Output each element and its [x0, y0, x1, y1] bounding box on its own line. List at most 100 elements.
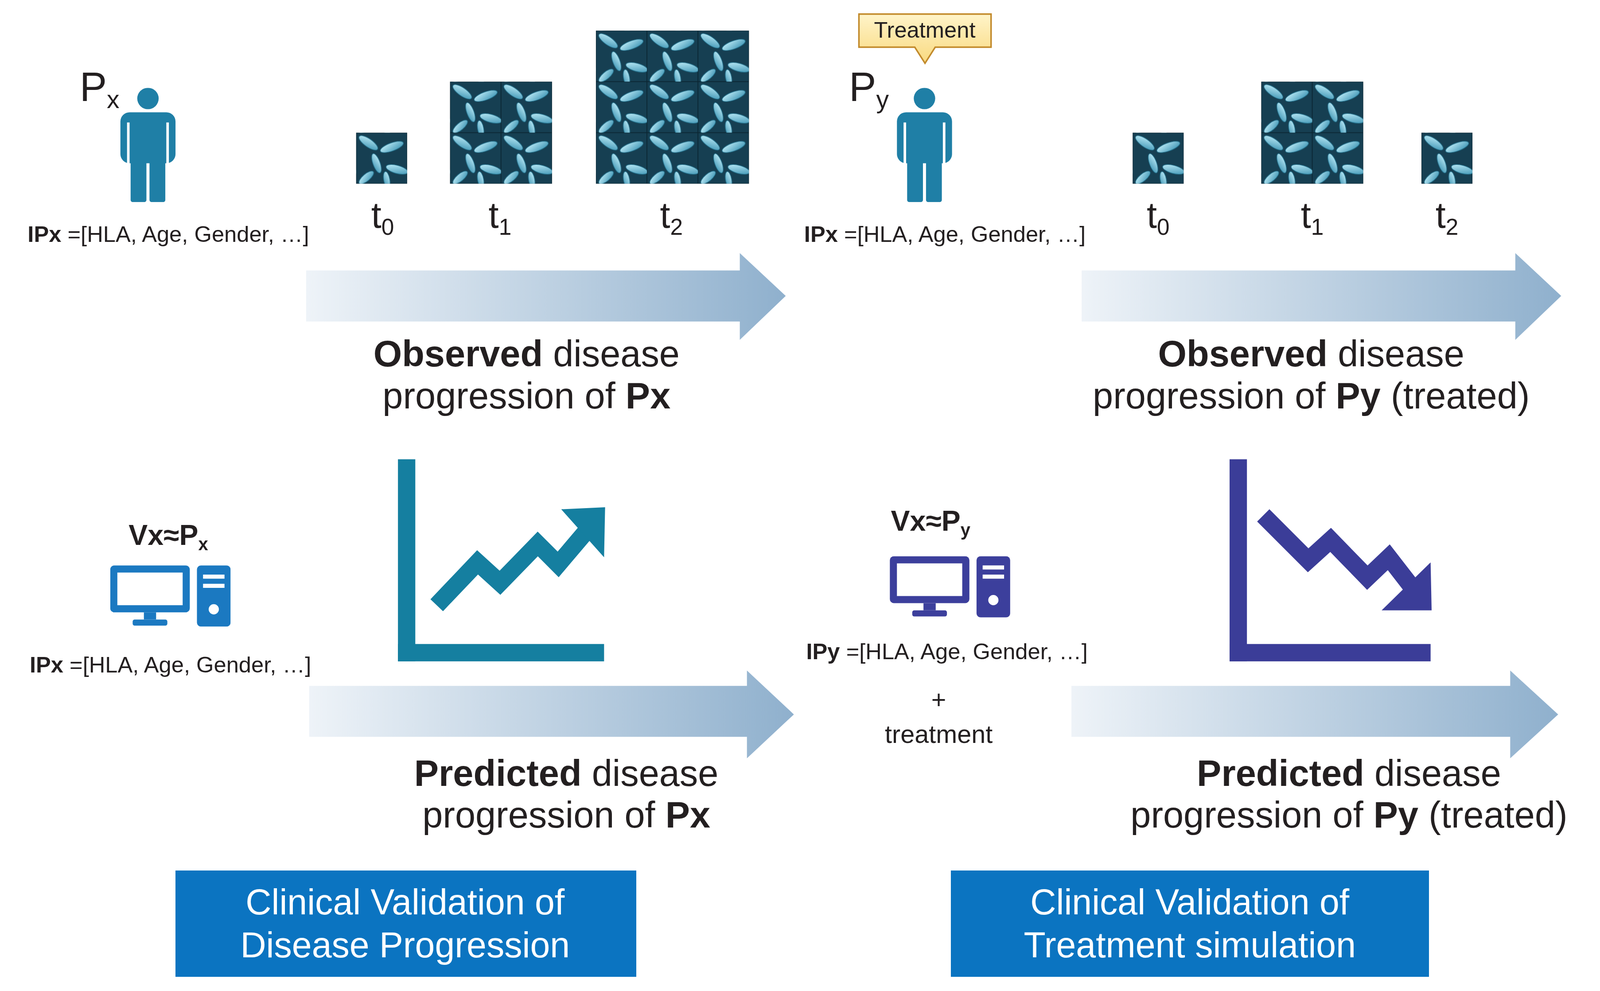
text-part: Vx≈P — [891, 505, 961, 537]
bacteria-culture — [1261, 81, 1363, 184]
progress-arrow — [1081, 253, 1562, 340]
text-part: Age, — [918, 221, 965, 248]
text-part: Px — [665, 794, 711, 836]
subscript: 2 — [670, 214, 684, 240]
patient-info: IPx =[HLA, Age, Gender, …] — [29, 652, 312, 678]
text-part — [1284, 374, 1295, 417]
text-part — [1322, 794, 1333, 836]
text-part — [615, 374, 626, 417]
patient-info: IPx =[HLA, Age, Gender, …] — [27, 221, 309, 248]
text-part — [274, 221, 281, 248]
progress-arrow — [309, 670, 795, 759]
patient-icon — [120, 87, 176, 203]
subscript: x — [106, 86, 120, 114]
text-part — [136, 221, 142, 248]
treatment-callout: Treatment — [857, 13, 993, 49]
text-part: progression — [422, 794, 615, 836]
patient-info: IPy =[HLA, Age, Gender, …] — [805, 638, 1088, 665]
text-part: progression — [1130, 794, 1323, 836]
text-part: of — [624, 794, 655, 836]
chart-axis — [397, 644, 604, 662]
text-part — [840, 638, 847, 665]
patient-name: Px — [79, 63, 120, 111]
time-point: t1 — [1300, 194, 1324, 236]
text-part — [190, 652, 197, 678]
chart-axis — [397, 459, 416, 662]
text-part: of — [1294, 374, 1326, 417]
text-part — [837, 221, 845, 248]
trend-line — [436, 530, 588, 606]
box-text: Treatment — [873, 17, 976, 45]
bacteria-culture — [356, 132, 408, 184]
subscript: 0 — [1156, 214, 1170, 240]
bacteria-culture — [595, 30, 749, 184]
time-point: t2 — [1435, 194, 1459, 236]
text-part: =[HLA, — [846, 638, 916, 665]
subscript: 2 — [1445, 214, 1459, 240]
arrow-caption: Observed disease progression of Px — [291, 332, 762, 417]
patient-name: Py — [848, 63, 889, 111]
subscript: x — [198, 533, 209, 555]
progress-arrow — [1071, 670, 1558, 759]
bacteria-culture — [1421, 132, 1473, 184]
text-part — [276, 652, 283, 678]
text-part: Age, — [144, 652, 191, 678]
text-part: progression — [382, 374, 575, 417]
trend-arrowhead — [561, 507, 606, 558]
time-point: t0 — [371, 194, 395, 236]
text-part: disease — [1337, 332, 1465, 375]
text-part: Age, — [141, 221, 188, 248]
text-part: t — [371, 194, 382, 236]
text-part: of — [584, 374, 616, 417]
text-part — [1052, 638, 1059, 665]
text-part — [966, 638, 974, 665]
text-part: t — [488, 194, 499, 236]
text-part: …] — [1056, 221, 1086, 248]
subscript: 0 — [381, 214, 395, 240]
text-part: t — [659, 194, 670, 236]
chart-axis — [1229, 459, 1247, 662]
validation-box: Clinical Validation of Treatment simulat… — [950, 870, 1429, 978]
text-part: (treated) — [1428, 794, 1568, 836]
text-part — [542, 332, 553, 375]
text-part: Gender, — [196, 652, 277, 678]
text-part: P — [79, 64, 107, 110]
trend-up-icon — [397, 459, 605, 662]
text-part: disease — [591, 752, 719, 795]
arrow-caption: Observed disease progression of Py (trea… — [1076, 332, 1546, 417]
input-note: treatment — [884, 719, 993, 750]
validation-box: Clinical Validation of Disease Progressi… — [175, 870, 636, 978]
time-point: t1 — [488, 194, 512, 236]
text-part — [1380, 374, 1391, 417]
text-part: t — [1435, 194, 1446, 236]
chart-axis — [1229, 644, 1431, 662]
text-part — [581, 752, 592, 795]
patient-info: IPx =[HLA, Age, Gender, …] — [804, 221, 1086, 248]
arrow-caption: Predicted disease progression of Px — [331, 752, 801, 837]
box-text: Clinical Validation of Disease Progressi… — [187, 880, 623, 967]
text-part — [1364, 752, 1375, 795]
plus-sign: + — [931, 685, 947, 715]
text-part: Observed — [373, 332, 543, 375]
patient-icon — [896, 87, 952, 203]
text-part: IPy — [805, 638, 840, 665]
text-part — [1327, 332, 1338, 375]
text-part: IPx — [27, 221, 62, 248]
text-part: Gender, — [970, 221, 1051, 248]
text-part: Gender, — [194, 221, 274, 248]
text-part: t — [1146, 194, 1157, 236]
text-part: Observed — [1158, 332, 1328, 375]
text-part: =[HLA, — [844, 221, 914, 248]
text-part: Gender, — [973, 638, 1053, 665]
progress-arrow — [306, 253, 786, 340]
text-part — [913, 221, 919, 248]
text-part: P — [848, 64, 876, 110]
computer-icon — [889, 556, 1011, 618]
computer-icon — [110, 565, 231, 627]
virtual-patient: Vx≈Py — [891, 505, 971, 538]
text-part: Py — [1335, 374, 1381, 417]
text-part: disease — [1374, 752, 1502, 795]
text-part — [187, 221, 195, 248]
